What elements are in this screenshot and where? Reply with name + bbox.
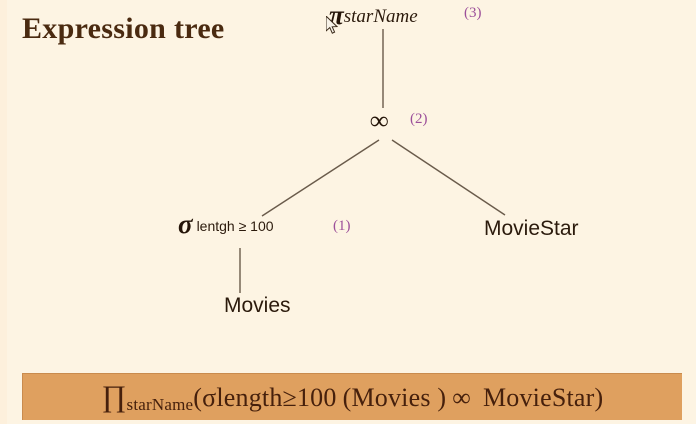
- formula-condition: length≥100: [216, 382, 337, 412]
- formula-expression: ∏starName(σlength≥100(Movies )∞ MovieStar…: [102, 380, 604, 415]
- slide-left-edge-strip: [0, 0, 7, 424]
- step-label-1: (1): [333, 218, 351, 234]
- formula-banner: ∏starName(σlength≥100(Movies )∞ MovieStar…: [22, 373, 682, 420]
- tree-node-selection[interactable]: σ lentgh ≥ 100: [178, 209, 274, 240]
- arrow-pointer-cursor: [326, 16, 339, 34]
- join-symbol: ∞: [370, 106, 389, 135]
- tree-node-movies[interactable]: Movies: [224, 294, 291, 317]
- formula-right-relation: MovieStar): [482, 382, 604, 412]
- projection-attribute-label: starName: [343, 6, 418, 27]
- step-label-3: (3): [464, 5, 482, 21]
- edge-join-moviestar: [391, 139, 506, 216]
- formula-join-symbol: ∞: [452, 382, 471, 412]
- formula-pi-subscript: starName: [126, 394, 194, 414]
- selection-condition-label: lentgh ≥ 100: [196, 218, 274, 234]
- tree-node-projection[interactable]: πstarName: [329, 0, 418, 31]
- formula-pi-symbol: ∏: [101, 379, 127, 413]
- tree-node-join[interactable]: ∞: [370, 106, 389, 136]
- formula-open-paren: (: [193, 382, 203, 412]
- page-title: Expression tree: [22, 12, 225, 45]
- edge-join-select: [261, 139, 380, 217]
- formula-sigma-symbol: σ: [202, 382, 217, 412]
- formula-left-relation: (Movies ): [342, 382, 447, 412]
- step-label-2: (2): [410, 111, 428, 127]
- sigma-symbol: σ: [178, 209, 193, 239]
- tree-node-moviestar[interactable]: MovieStar: [484, 217, 579, 240]
